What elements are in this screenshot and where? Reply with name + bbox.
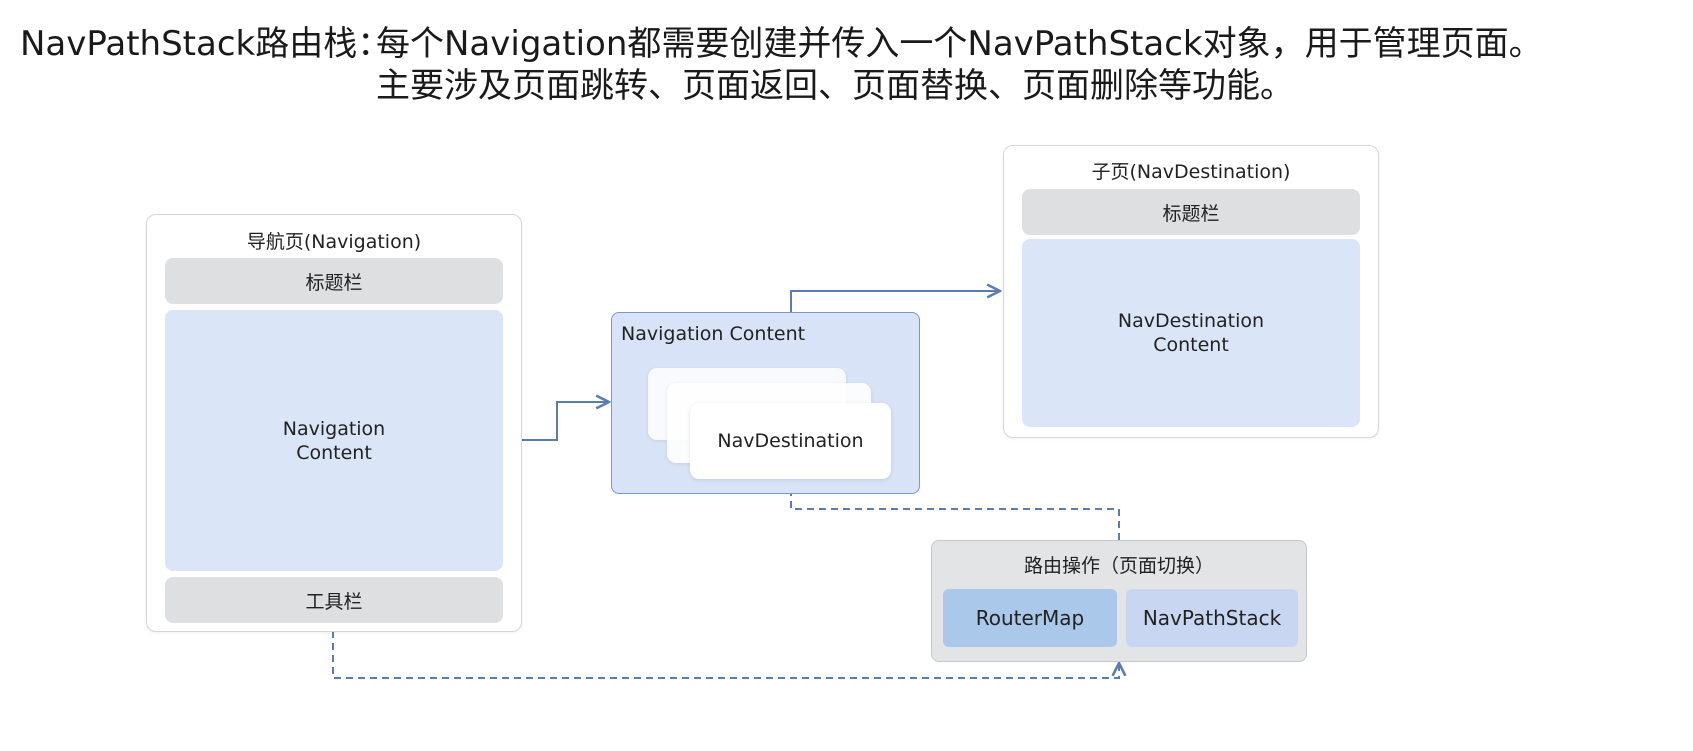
header-description-line1: 每个Navigation都需要创建并传入一个NavPathStack对象，用于管…	[376, 24, 1543, 64]
routing-operations-panel: 路由操作（页面切换） RouterMap NavPathStack	[931, 540, 1307, 662]
router-map-box: RouterMap	[943, 589, 1117, 647]
routing-operations-title: 路由操作（页面切换）	[1023, 555, 1214, 577]
sub-page-title: 子页(NavDestination)	[1091, 161, 1291, 183]
nav-destination-card: NavDestination	[690, 403, 891, 479]
navigation-toolbar: 工具栏	[165, 577, 503, 623]
sub-page-content-area: NavDestination Content	[1022, 239, 1360, 427]
header-label: NavPathStack路由栈：	[20, 24, 392, 64]
navigation-content-panel: Navigation Content NavDestination	[611, 312, 920, 494]
navigation-title-bar: 标题栏	[165, 258, 503, 304]
sub-page: 子页(NavDestination) 标题栏 NavDestination Co…	[1003, 145, 1379, 438]
navigation-content-area: Navigation Content	[165, 310, 503, 571]
navigation-page-title: 导航页(Navigation)	[246, 231, 422, 253]
sub-page-title-bar: 标题栏	[1022, 189, 1360, 235]
nav-path-stack-box: NavPathStack	[1126, 589, 1298, 647]
header-description-line2: 主要涉及页面跳转、页面返回、页面替换、页面删除等功能。	[376, 66, 1294, 106]
navigation-content-panel-title: Navigation Content	[621, 323, 806, 345]
navigation-page: 导航页(Navigation) 标题栏 Navigation Content 工…	[146, 214, 522, 632]
